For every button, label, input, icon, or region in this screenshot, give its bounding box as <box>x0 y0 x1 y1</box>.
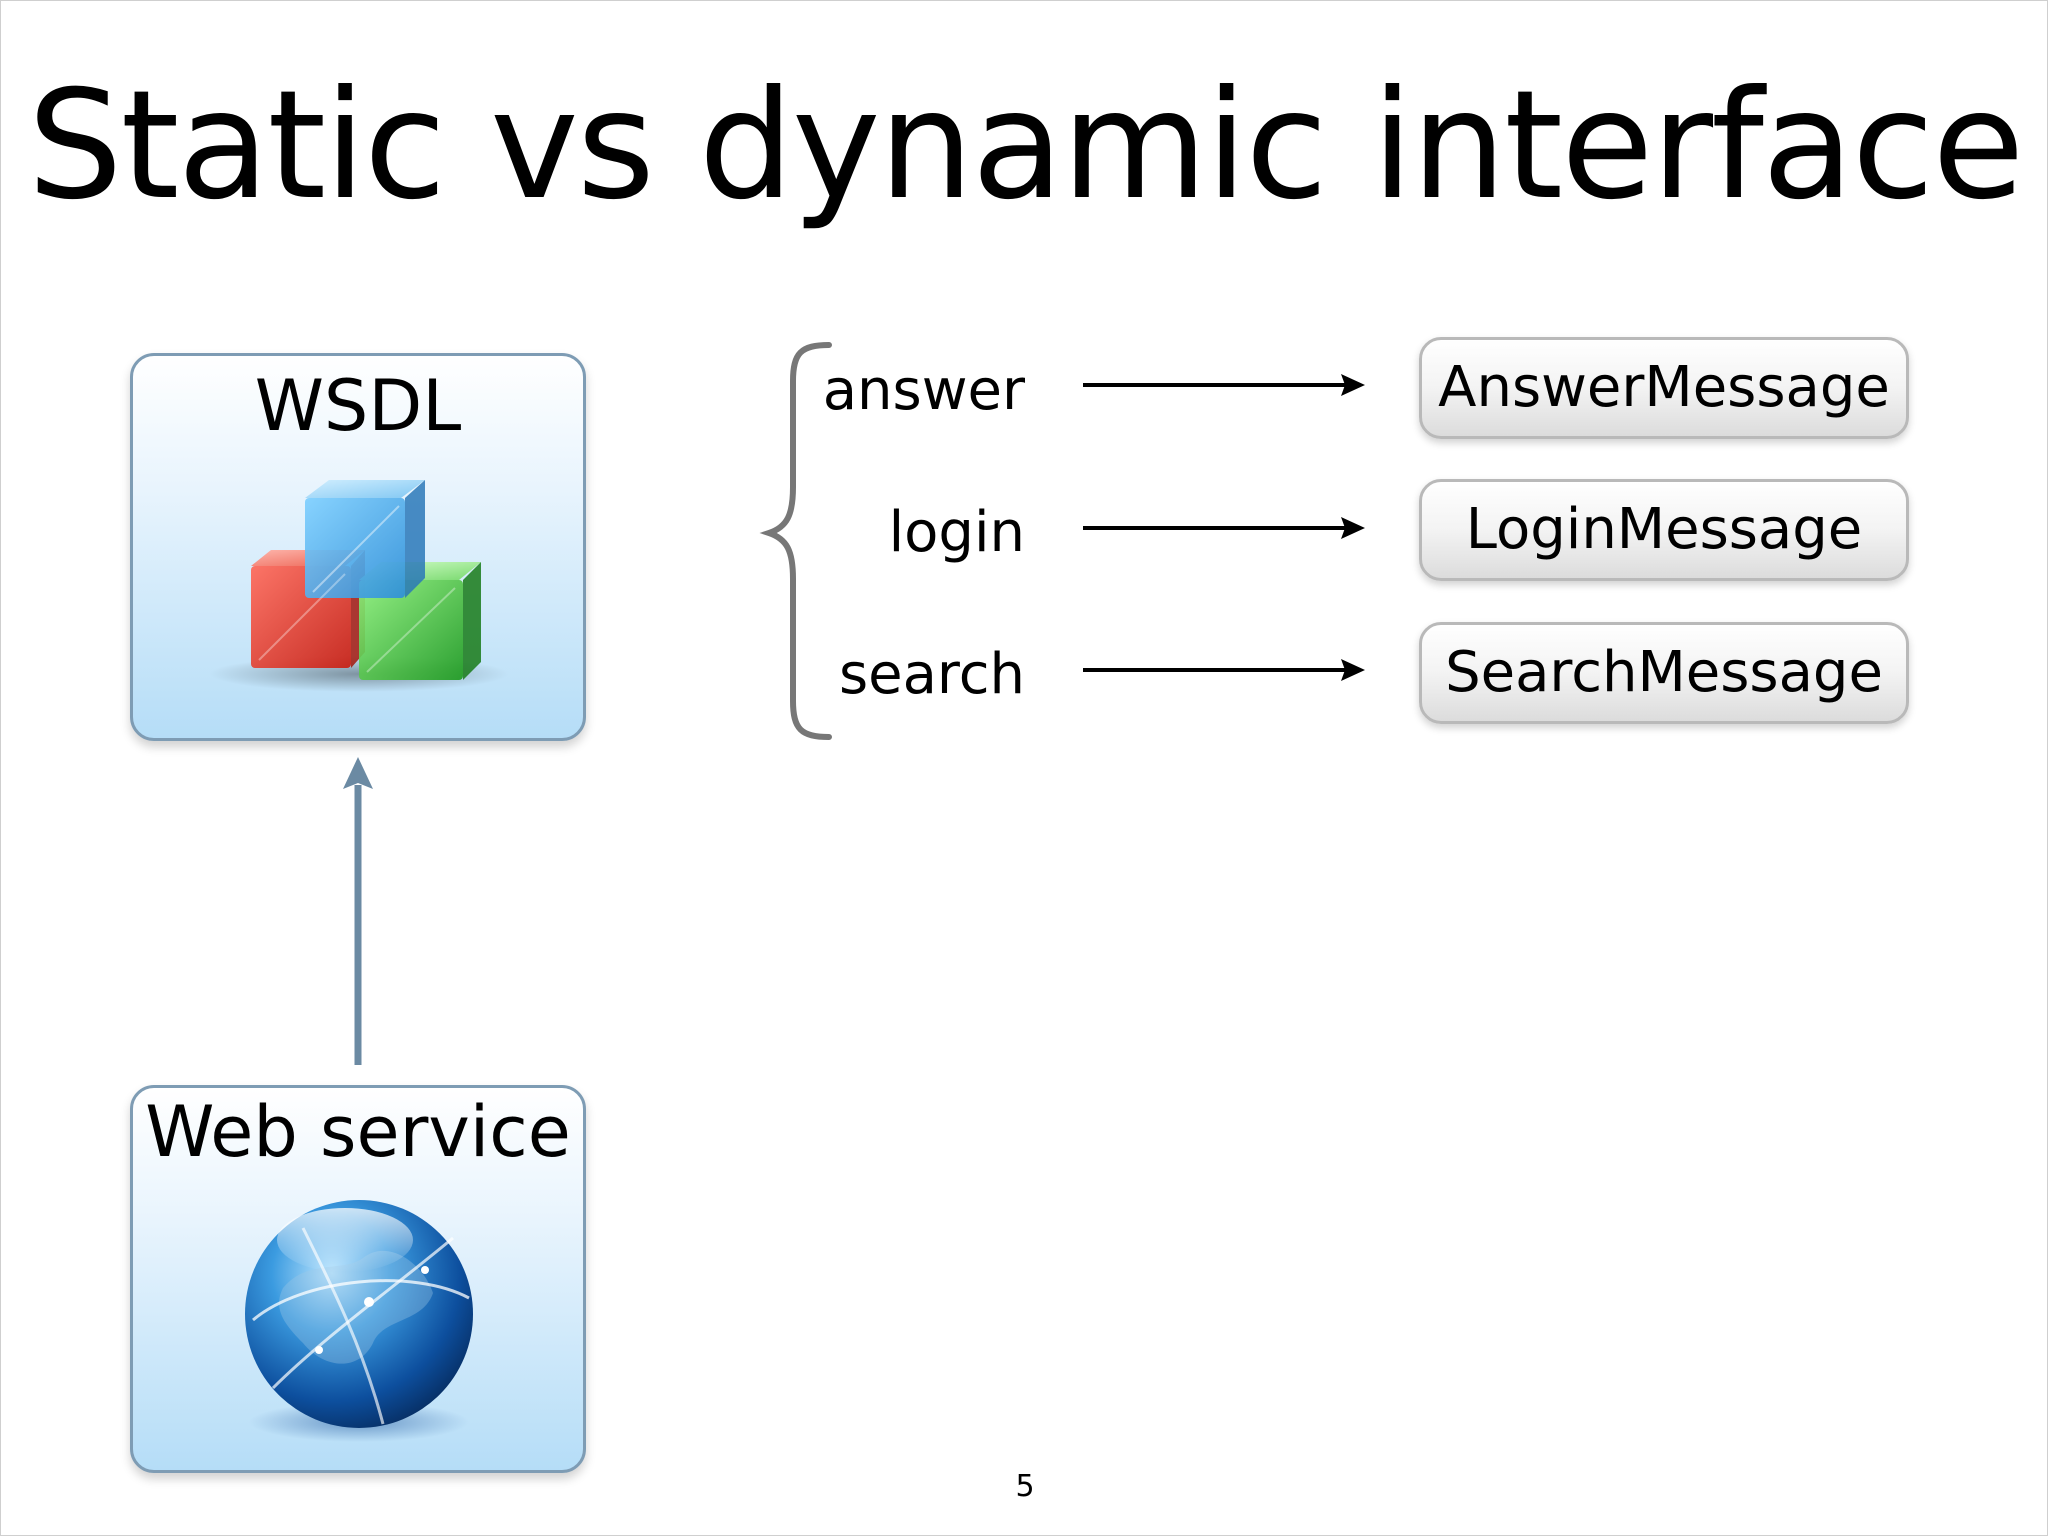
operation-answer-label: answer <box>822 358 1025 423</box>
cubes-icon <box>209 480 509 692</box>
answer-message-box: AnswerMessage <box>1419 337 1909 439</box>
wsdl-label: WSDL <box>254 365 462 447</box>
web-service-label: Web service <box>145 1091 571 1173</box>
operation-login-label: login <box>888 500 1025 565</box>
arrow-search <box>1083 659 1365 681</box>
slide-title: Static vs dynamic interface <box>27 59 2024 233</box>
web-service-box: Web service <box>130 1085 586 1473</box>
login-message-box: LoginMessage <box>1419 479 1909 581</box>
search-message-box: SearchMessage <box>1419 622 1909 724</box>
page-number: 5 <box>1015 1469 1035 1504</box>
webservice-to-wsdl-arrow <box>343 757 373 1065</box>
globe-icon <box>245 1200 473 1442</box>
arrow-login <box>1083 517 1365 539</box>
operations-brace <box>759 342 832 740</box>
wsdl-box: WSDL <box>130 353 586 741</box>
operation-search-label: search <box>838 642 1025 707</box>
arrow-answer <box>1083 374 1365 396</box>
